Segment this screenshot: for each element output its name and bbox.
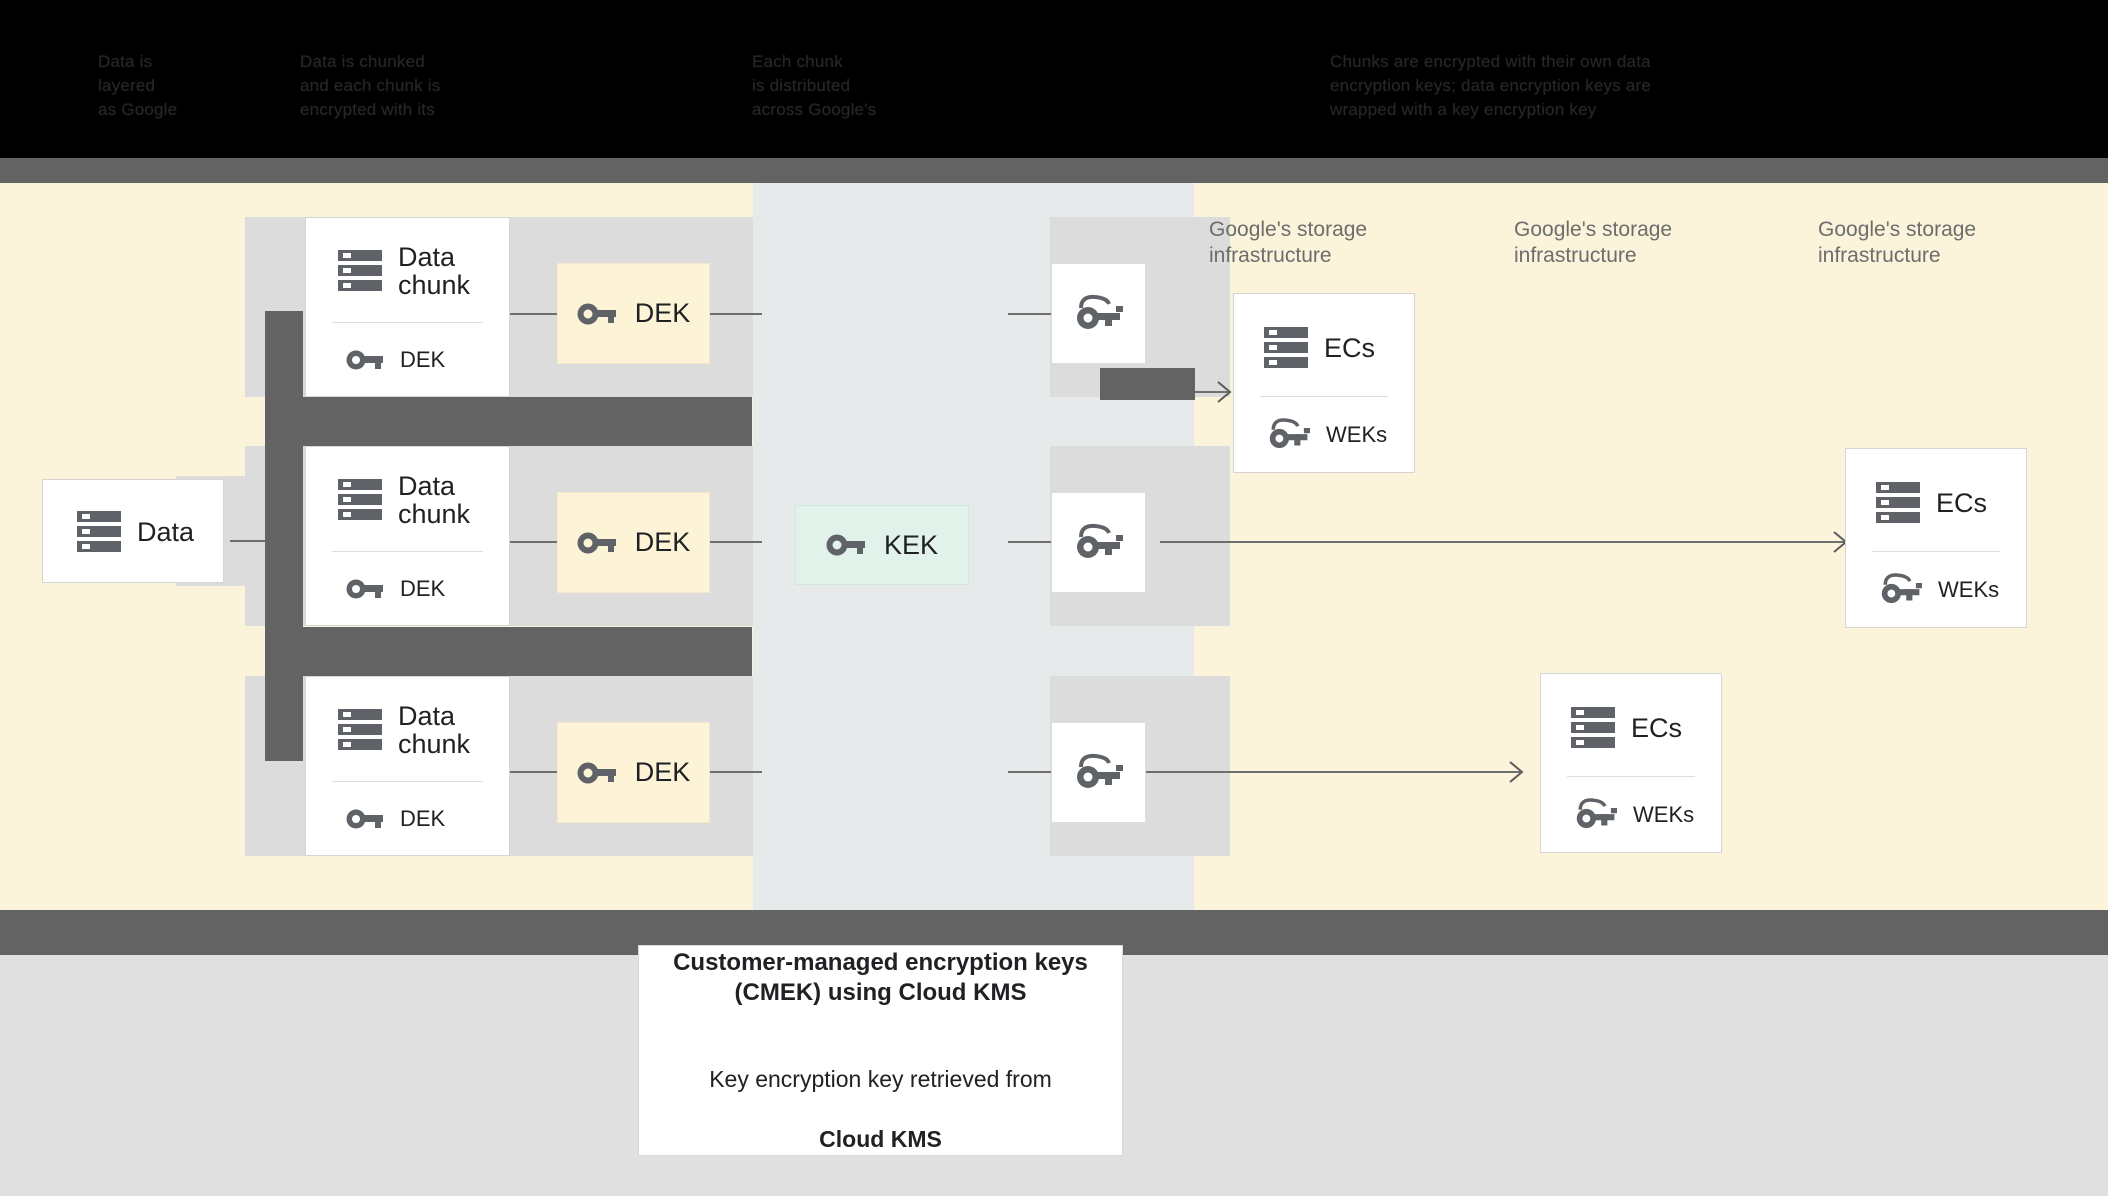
storage-icon xyxy=(1264,327,1308,368)
key-icon xyxy=(346,350,383,370)
storage-icon xyxy=(338,479,382,520)
connector-wk3-in xyxy=(1008,771,1056,773)
caption-line2: Cloud KMS xyxy=(819,1125,942,1152)
arrowhead-ec1 xyxy=(1217,381,1232,403)
data-chunk-card-1[interactable]: Data chunk DEK xyxy=(305,217,510,397)
connector-chunk1-dek1 xyxy=(508,313,558,315)
storage-icon xyxy=(1571,707,1615,748)
data-source-label: Data xyxy=(137,517,195,547)
data-chunk-card-3[interactable]: Data chunk DEK xyxy=(305,676,510,856)
ec-card-title-2: ECs xyxy=(1631,713,1683,743)
wrapped-key-icon xyxy=(1076,294,1123,329)
wrapped-key-icon xyxy=(1576,798,1617,829)
key-icon xyxy=(577,303,616,324)
wrapped-key-box-3[interactable] xyxy=(1051,722,1146,823)
connector-chunk2-dek2 xyxy=(508,541,558,543)
header-divider-bar xyxy=(0,158,2108,183)
wrapped-key-icon xyxy=(1076,523,1123,558)
card-divider xyxy=(1872,551,2000,552)
ec-card-title-1: ECs xyxy=(1324,333,1376,363)
ec-card-3[interactable]: ECs WEKs xyxy=(1845,448,2027,628)
data-chunk-title-2: Data chunk xyxy=(398,471,471,529)
wrapped-key-icon xyxy=(1269,418,1310,449)
connector-dek1-right xyxy=(710,313,762,315)
wrapped-key-box-2[interactable] xyxy=(1051,492,1146,593)
caption-bold-text: Customer-managed encryption keys (CMEK) … xyxy=(673,948,1088,1006)
storage-icon xyxy=(338,709,382,750)
arrow-wk2-to-ec3-long xyxy=(1160,541,1845,543)
header-text-col2: Data is chunked and each chunk is encryp… xyxy=(300,52,441,119)
card-divider xyxy=(332,781,483,782)
occlusion-bar-row-1 xyxy=(265,397,752,446)
occlusion-bar-wk1 xyxy=(1100,368,1195,400)
occlusion-bar-row-2 xyxy=(265,627,752,676)
card-divider xyxy=(332,551,483,552)
diagram-canvas: Data Data chunk DEK xyxy=(0,183,2108,910)
connector-kek-to-wk xyxy=(1008,541,1056,543)
data-chunk-key-label-3: DEK xyxy=(400,806,446,831)
kek-box[interactable]: KEK xyxy=(795,505,969,585)
storage-icon xyxy=(77,511,121,552)
ec-card-1[interactable]: ECs WEKs xyxy=(1233,293,1415,473)
data-chunk-key-label-1: DEK xyxy=(400,347,446,372)
infra-label-3: Google's storage infrastructure xyxy=(1818,218,1977,267)
connector-dek2-right xyxy=(710,541,762,543)
infra-label-2: Google's storage infrastructure xyxy=(1514,218,1673,267)
kek-label: KEK xyxy=(883,529,939,560)
key-icon xyxy=(826,534,865,556)
ec-card-2[interactable]: ECs WEKs xyxy=(1540,673,1722,853)
caption-line1: Key encryption key retrieved from xyxy=(709,1065,1052,1092)
wrapped-key-icon xyxy=(1076,753,1123,788)
dek-label-3: DEK xyxy=(634,757,691,787)
key-icon xyxy=(346,579,383,599)
data-chunk-title-1: Data chunk xyxy=(398,242,471,300)
arrow-wk3-to-ec2 xyxy=(1100,771,1520,773)
dek-box-1[interactable]: DEK xyxy=(557,263,710,364)
ec-card-title-3: ECs xyxy=(1936,488,1988,518)
wrapped-key-icon xyxy=(1881,573,1922,604)
data-chunk-card-2[interactable]: Data chunk DEK xyxy=(305,446,510,626)
connector-dek3-right xyxy=(710,771,762,773)
key-icon xyxy=(577,532,616,553)
storage-icon xyxy=(338,250,382,291)
storage-icon xyxy=(1876,482,1920,523)
card-divider xyxy=(1567,776,1695,777)
connector-wk1-in xyxy=(1008,313,1056,315)
caption-normal-text: Key encryption key retrieved from Cloud … xyxy=(709,1034,1052,1154)
dek-box-3[interactable]: DEK xyxy=(557,722,710,823)
ec-card-key-label-2: WEKs xyxy=(1633,802,1695,827)
header-text-col4: Chunks are encrypted with their own data… xyxy=(1330,52,1651,119)
dek-label-1: DEK xyxy=(634,298,691,328)
occlusion-bar-vertical xyxy=(265,311,303,761)
ec-card-key-label-1: WEKs xyxy=(1326,422,1388,447)
header-text-col1: Data is layered as Google xyxy=(98,52,178,119)
caption-card: Customer-managed encryption keys (CMEK) … xyxy=(638,945,1123,1156)
connector-chunk3-dek3 xyxy=(508,771,558,773)
key-icon xyxy=(577,762,616,783)
data-source-card[interactable]: Data xyxy=(42,479,224,583)
arrowhead-ec2 xyxy=(1509,761,1524,783)
infra-label-1: Google's storage infrastructure xyxy=(1209,218,1368,267)
card-divider xyxy=(1260,396,1388,397)
dek-label-2: DEK xyxy=(634,527,691,557)
ec-card-key-label-3: WEKs xyxy=(1938,577,2000,602)
card-divider xyxy=(332,322,483,323)
obscured-header-strip: Data is layered as Google Data is chunke… xyxy=(0,0,2108,158)
data-chunk-key-label-2: DEK xyxy=(400,576,446,601)
header-text-col3: Each chunk is distributed across Google'… xyxy=(752,52,877,119)
data-chunk-title-3: Data chunk xyxy=(398,701,471,759)
dek-box-2[interactable]: DEK xyxy=(557,492,710,593)
wrapped-key-box-1[interactable] xyxy=(1051,263,1146,364)
key-icon xyxy=(346,809,383,829)
